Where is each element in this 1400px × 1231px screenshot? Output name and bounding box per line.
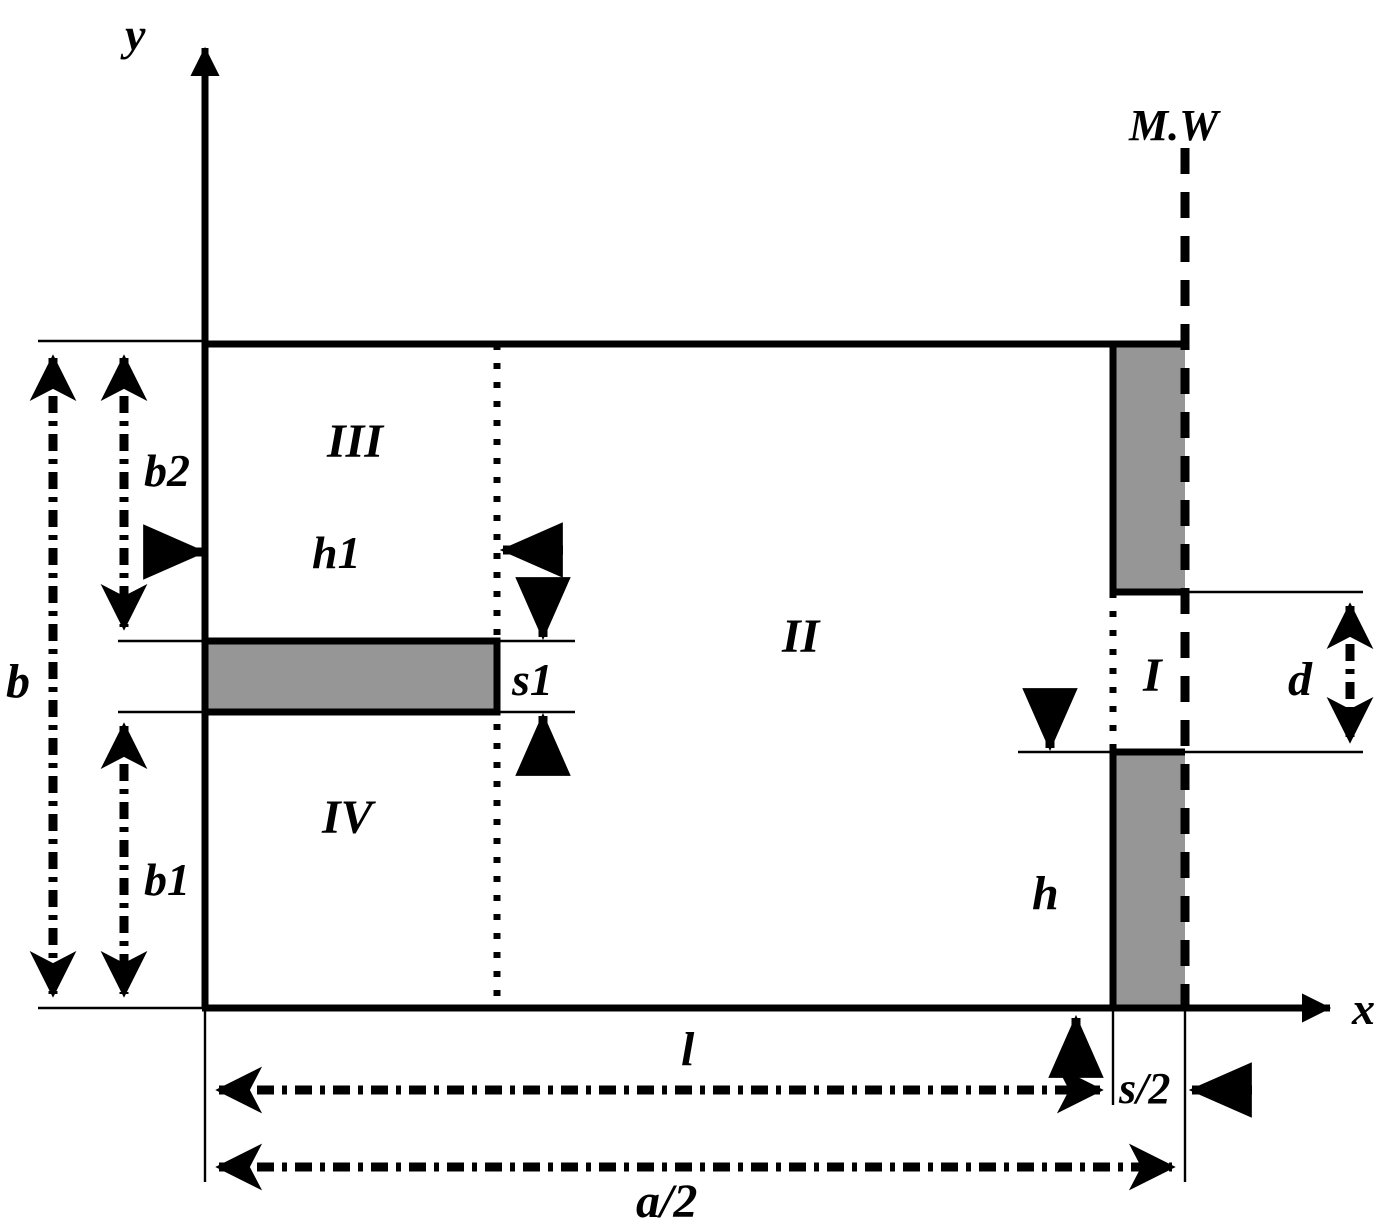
x-axis-label: x [1352, 983, 1375, 1034]
pointer-arrows [143, 522, 1252, 1118]
dimension-label-b2-base: b [144, 445, 167, 496]
dimension-label-s-over-2-base: s/2 [1119, 1064, 1171, 1113]
dimension-label-l: l [681, 1026, 694, 1074]
dimension-label-b2: b2 [144, 448, 190, 494]
region-label-IV: IV [322, 791, 373, 844]
bar-left-septum [205, 641, 497, 712]
dimension-label-h: h [1032, 870, 1059, 918]
dimension-label-h1-sub: 1 [337, 527, 361, 578]
horizontal-dimension-arrows [215, 1066, 1176, 1191]
region-label-I: I [1143, 649, 1162, 702]
vertical-dimension-arrows [29, 354, 1374, 998]
gray-bars [205, 344, 1185, 1008]
dimension-label-s1-sub: 1 [529, 654, 553, 705]
dimension-label-h-base: h [1032, 867, 1059, 920]
construction-lines [38, 339, 1363, 1182]
dimension-label-s-over-2: s/2 [1119, 1067, 1170, 1111]
region-label-III: III [327, 415, 384, 468]
dimension-label-a-over-2: a/2 [636, 1178, 697, 1226]
dimension-label-s1-base: s [512, 654, 530, 705]
dimension-label-b1-sub: 1 [167, 854, 190, 905]
metal-wall-label: M.W [1129, 101, 1219, 150]
bar-top-right [1113, 344, 1185, 590]
region-label-II: II [782, 610, 820, 663]
dimension-label-b1: b1 [144, 857, 190, 903]
dimension-label-h1-base: h [312, 527, 338, 578]
dimension-label-l-base: l [681, 1023, 695, 1076]
bar-left-septum-outline [205, 637, 501, 716]
dimension-label-d-base: d [1288, 653, 1312, 706]
dimension-label-a-over-2-base: a/2 [636, 1175, 698, 1228]
bar-bottom-right [1113, 752, 1185, 1008]
dimension-label-b-base: b [6, 655, 30, 708]
dimension-label-d: d [1288, 656, 1312, 704]
dimension-label-h1: h1 [312, 530, 361, 576]
dimension-label-s1: s1 [512, 657, 553, 703]
dimension-label-b2-sub: 2 [167, 445, 190, 496]
y-axis-label: y [125, 9, 146, 60]
dimension-label-b1-base: b [144, 854, 167, 905]
bar-bottom-right-outline [1109, 748, 1185, 1008]
dimension-label-b: b [6, 658, 30, 706]
